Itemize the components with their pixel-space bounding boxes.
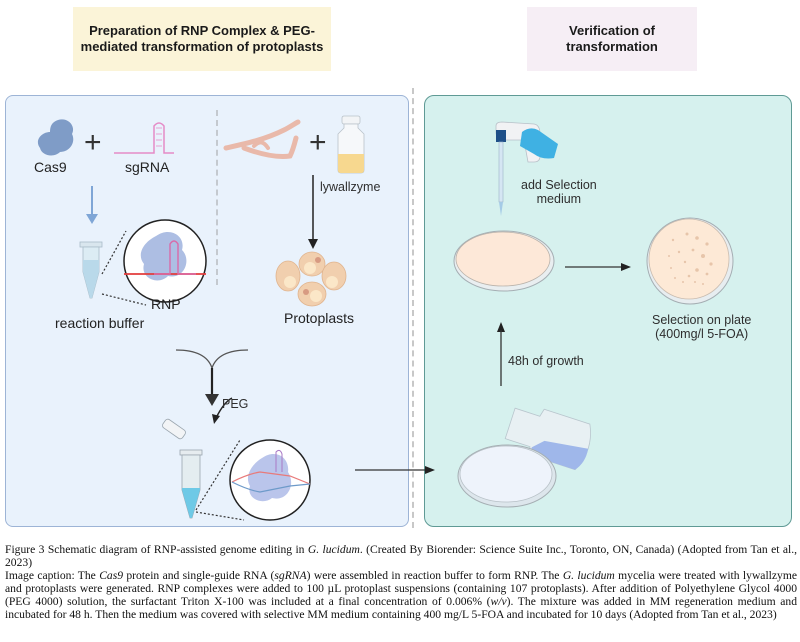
caption-text: protein and single-guide RNA ( [123,569,275,582]
plus-sign: + [84,126,102,159]
arrow-down-icon [308,175,318,249]
add-selection-line2: medium [536,192,582,206]
protoplasts-label: Protoplasts [284,310,355,326]
arrow-down-icon [86,186,98,224]
lywallzyme-bottle-icon [337,115,365,174]
caption-species: G. lucidum [307,543,360,556]
right-section-header: Verification of transformation [527,7,697,71]
image-caption: Image caption: The Cas9 protein and sing… [5,569,797,621]
selection-plate-icon [646,217,734,305]
lywallzyme-label: lywallzyme [320,180,381,194]
protoplasts-icon [275,251,347,307]
arrow-right-icon [355,466,435,474]
figure-title: Figure 3 Schematic diagram of RNP-assist… [5,543,797,569]
caption-italic: w/v [490,595,507,608]
caption-text: mycelia were treated with lywallzyme and… [5,569,798,608]
petri-dish-medium-icon [453,230,555,292]
caption-italic: Cas9 [99,569,124,582]
cas9-label: Cas9 [34,159,67,175]
pipette-icon [495,121,558,216]
selection-line2: (400mg/l 5-FOA) [655,327,749,341]
growth-label: 48h of growth [508,354,584,368]
reaction-buffer-label: reaction buffer [55,315,145,331]
left-section-header: Preparation of RNP Complex & PEG-mediate… [73,7,331,71]
empty-petri-dish-icon [457,444,557,508]
caption-italic: G. lucidum [562,569,615,582]
add-selection-medium-label: add Selection medium [521,178,597,206]
selection-on-plate-label: Selection on plate (400mg/l 5-FOA) [652,313,751,341]
peg-label: PEG [222,397,249,411]
caption-text: ) were assembled in reaction buffer to f… [306,569,563,582]
merge-arrow-icon [175,349,249,424]
rnp-zoom-circle [101,219,207,306]
mycelia-icon [223,119,301,159]
reaction-tube-icon [79,241,103,299]
transformation-tube-icon [162,418,203,519]
sgrna-icon [114,122,174,154]
caption-text: Image caption: The [5,569,100,582]
sgrna-label: sgRNA [125,159,170,175]
cas9-protein-icon [37,119,74,156]
caption-italic: sgRNA [274,569,307,582]
rnp-label: RNP [151,296,181,312]
add-selection-line1: add Selection [521,178,597,192]
section-divider [412,88,414,528]
inner-divider [216,110,218,285]
arrow-up-icon [497,322,505,386]
plus-sign-2: + [309,126,327,159]
dna-editing-zoom-circle [195,439,311,521]
arrow-right-icon [565,263,631,271]
figure-caption: Figure 3 Schematic diagram of RNP-assist… [5,543,797,621]
caption-text: . (Created By Biorender: Science Suite I… [5,543,798,569]
selection-line1: Selection on plate [652,313,752,327]
caption-text: ). The mixture was added in MM regenerat… [5,595,797,621]
caption-text: Figure 3 Schematic diagram of RNP-assist… [5,543,308,556]
